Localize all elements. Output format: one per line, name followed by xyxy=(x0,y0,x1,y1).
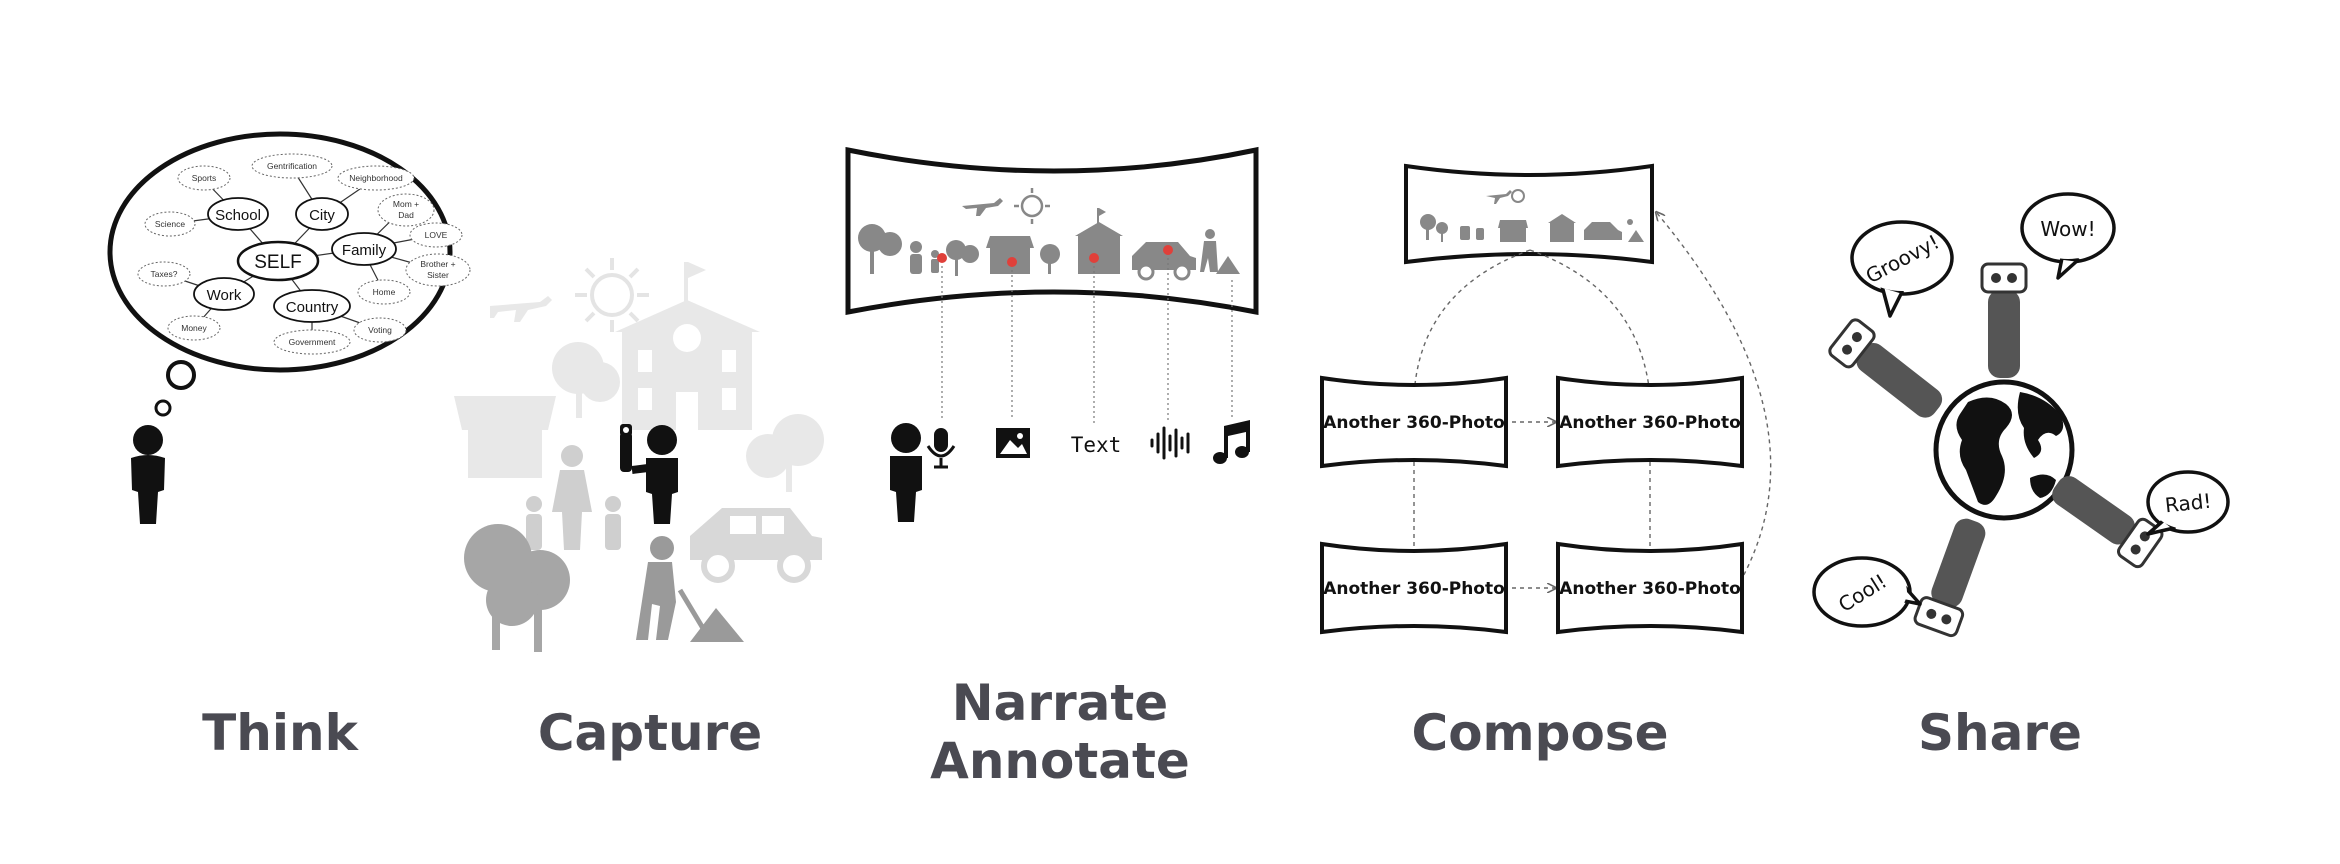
compose-section: Another 360-Photo Another 360-Photo Anot… xyxy=(1320,163,1772,635)
mindmap-leaf-mom: Mom + xyxy=(393,199,419,209)
mindmap-leaf-sister: Sister xyxy=(427,270,449,280)
caption-compose: Compose xyxy=(1411,704,1669,762)
panorama-scene xyxy=(858,188,1240,281)
photo-frame-4 xyxy=(1556,541,1744,635)
vr-user-top-icon xyxy=(1980,262,2028,378)
mindmap-center: SELF xyxy=(254,252,302,273)
worker-icon xyxy=(636,536,744,642)
globe-icon xyxy=(1933,379,2075,521)
airplane-icon xyxy=(490,296,552,322)
mindmap xyxy=(137,153,471,355)
flow-arrows xyxy=(1414,212,1772,588)
storefront-icon xyxy=(454,396,556,478)
mindmap-leaf-dad: Dad xyxy=(398,210,414,220)
photo-frame-2 xyxy=(1556,375,1744,469)
caption-narrate: Narrate xyxy=(951,674,1169,732)
family-icon xyxy=(526,445,621,550)
sun-icon xyxy=(1014,188,1050,224)
mindmap-leaf-love: LOVE xyxy=(425,230,448,240)
panorama-frame xyxy=(845,146,1259,316)
photo-label-1: Another 360-Photo xyxy=(1323,413,1505,433)
annotation-leader-lines xyxy=(941,258,1233,425)
bubble-text-wow: Wow! xyxy=(2040,217,2095,241)
airplane-icon xyxy=(962,198,1003,216)
vr-user-right-icon xyxy=(2052,476,2164,569)
vr-user-bottom-icon xyxy=(1913,518,1986,638)
photographer-person-icon xyxy=(620,424,678,524)
sun-icon xyxy=(575,258,649,332)
mindmap-node-work: Work xyxy=(207,287,242,304)
caption-annotate: Annotate xyxy=(930,732,1190,790)
caption-think: Think xyxy=(202,704,358,762)
capture-section xyxy=(454,258,824,652)
photo-frame-3 xyxy=(1320,541,1508,635)
tree-icon xyxy=(552,342,620,418)
mindmap-node-family: Family xyxy=(342,242,387,259)
photo-label-4: Another 360-Photo xyxy=(1559,579,1741,599)
share-section: Groovy! Wow! Rad! Cool! xyxy=(1812,192,2230,638)
bubble-text-rad: Rad! xyxy=(2164,489,2213,518)
car-icon xyxy=(690,508,822,583)
caption-share: Share xyxy=(1918,704,2082,762)
vr-user-left-icon xyxy=(1828,318,1943,418)
mindmap-leaf-voting: Voting xyxy=(368,325,392,335)
thinking-person-icon xyxy=(131,425,165,524)
source-panorama xyxy=(1404,163,1654,265)
mindmap-leaf-sports: Sports xyxy=(192,173,217,183)
mindmap-leaf-gentrification: Gentrification xyxy=(267,161,317,171)
mindmap-leaf-government: Government xyxy=(289,337,336,347)
annotation-markers xyxy=(937,245,1173,267)
microphone-icon xyxy=(926,428,956,469)
music-note-icon xyxy=(1213,420,1250,464)
mindmap-node-country: Country xyxy=(286,299,339,316)
source-panorama-scene xyxy=(1420,189,1644,242)
mindmap-node-school: School xyxy=(215,207,261,224)
narrator-person-icon xyxy=(890,423,922,522)
mindmap-leaf-money: Money xyxy=(181,323,207,333)
caption-capture: Capture xyxy=(537,704,763,762)
mindmap-leaf-brother: Brother + xyxy=(420,259,455,269)
narrate-section: Text xyxy=(845,146,1259,522)
photo-label-2: Another 360-Photo xyxy=(1559,413,1741,433)
tree-icon xyxy=(746,414,824,492)
think-section: SELF School City Family Work Country Spo… xyxy=(107,131,471,524)
audio-waveform-icon xyxy=(1150,426,1190,460)
faded-scene xyxy=(454,258,824,652)
trees-icon xyxy=(464,524,570,652)
mindmap-leaf-science: Science xyxy=(155,219,186,229)
mindmap-leaf-taxes: Taxes? xyxy=(151,269,178,279)
mindmap-leaf-home: Home xyxy=(373,287,396,297)
mindmap-leaf-neighborhood: Neighborhood xyxy=(349,173,403,183)
image-icon xyxy=(996,428,1030,458)
photo-frame-1 xyxy=(1320,375,1508,469)
speech-bubbles xyxy=(1812,192,2230,628)
photo-label-3: Another 360-Photo xyxy=(1323,579,1505,599)
text-annotation-label: Text xyxy=(1071,433,1122,457)
mindmap-node-city: City xyxy=(309,207,335,224)
